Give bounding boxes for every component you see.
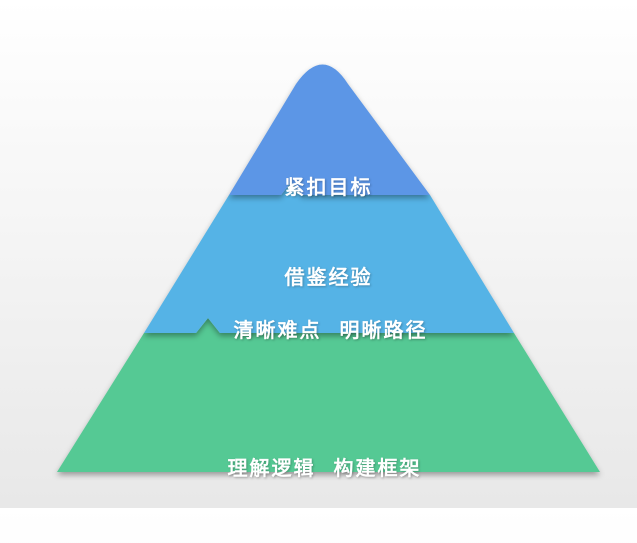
- pyramid-shape: [57, 64, 600, 472]
- pyramid-diagram: 紧扣目标 借鉴经验 清晰难点 明晰路径 理解逻辑 构建框架: [10, 64, 637, 480]
- bottom-level-line-1: 理解逻辑 构建框架: [227, 456, 422, 480]
- middle-level-label: 清晰难点 明晰路径: [12, 255, 637, 405]
- pyramid-level-middle: [144, 182, 514, 333]
- top-level-label: 紧扣目标 借鉴经验: [10, 112, 637, 352]
- pyramid-level-top: [229, 64, 430, 195]
- pyramid-level-bottom: [57, 318, 600, 472]
- top-level-line-1: 紧扣目标: [284, 175, 373, 199]
- middle-level-line-1: 清晰难点 明晰路径: [233, 318, 428, 342]
- bottom-level-label: 理解逻辑 构建框架: [6, 393, 637, 543]
- top-level-line-2: 借鉴经验: [284, 265, 373, 289]
